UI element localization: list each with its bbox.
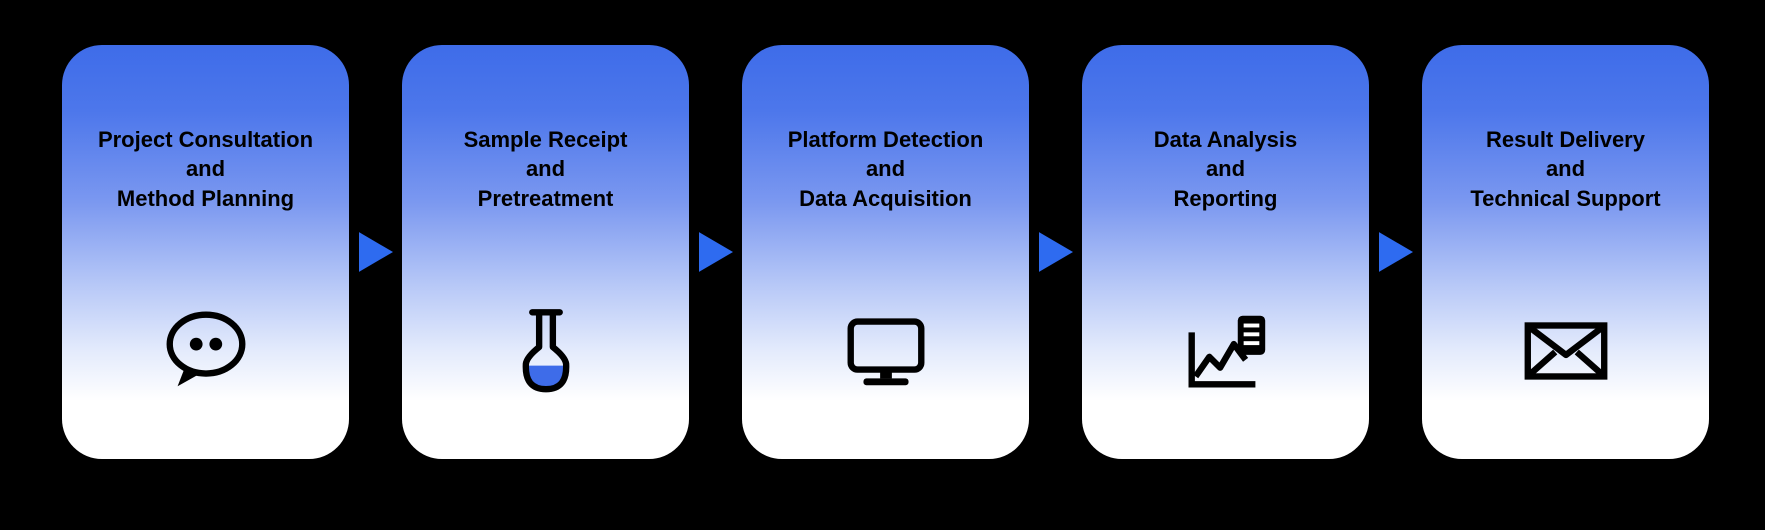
monitor-icon bbox=[837, 301, 935, 399]
chart-report-icon bbox=[1177, 301, 1275, 399]
step-title-line: Technical Support bbox=[1470, 185, 1661, 211]
step-title-line: Data Acquisition bbox=[799, 185, 972, 211]
triangle-right-icon bbox=[358, 232, 393, 272]
step-title-line: Method Planning bbox=[116, 185, 295, 211]
triangle-right-icon bbox=[698, 232, 733, 272]
step-title-line: and bbox=[865, 156, 906, 182]
step-connector bbox=[1369, 232, 1422, 272]
step-title: Project Consultation and Method Planning bbox=[62, 45, 349, 213]
step-title-line: Sample Receipt bbox=[463, 127, 628, 152]
step-title-line: and bbox=[1205, 156, 1246, 182]
envelope-icon bbox=[1517, 301, 1615, 399]
step-connector bbox=[1029, 232, 1082, 272]
workflow-step-card-3: Platform Detection and Data Acquisition bbox=[742, 45, 1029, 459]
step-title-line: Reporting bbox=[1173, 185, 1278, 211]
step-connector bbox=[689, 232, 742, 272]
flask-icon bbox=[497, 301, 595, 399]
workflow-step-card-2: Sample Receipt and Pretreatment bbox=[402, 45, 689, 459]
step-title: Platform Detection and Data Acquisition bbox=[742, 45, 1029, 213]
workflow-step-card-5: Result Delivery and Technical Support bbox=[1422, 45, 1709, 459]
step-title-line: and bbox=[525, 156, 566, 182]
step-connector bbox=[349, 232, 402, 272]
step-title-line: Platform Detection bbox=[787, 127, 984, 152]
workflow-step-card-1: Project Consultation and Method Planning bbox=[62, 45, 349, 459]
step-title: Result Delivery and Technical Support bbox=[1422, 45, 1709, 213]
triangle-right-icon bbox=[1378, 232, 1413, 272]
triangle-right-icon bbox=[1038, 232, 1073, 272]
chat-bubble-icon bbox=[157, 301, 255, 399]
step-title-line: Pretreatment bbox=[477, 185, 614, 211]
step-title-line: Project Consultation bbox=[97, 127, 314, 152]
workflow-step-card-4: Data Analysis and Reporting bbox=[1082, 45, 1369, 459]
step-title: Sample Receipt and Pretreatment bbox=[402, 45, 689, 213]
step-title-line: Data Analysis bbox=[1153, 127, 1298, 152]
step-title-line: and bbox=[185, 156, 226, 182]
step-title-line: and bbox=[1545, 156, 1586, 182]
step-title-line: Result Delivery bbox=[1486, 127, 1645, 152]
workflow-diagram: Project Consultation and Method Planning… bbox=[62, 45, 1709, 459]
step-title: Data Analysis and Reporting bbox=[1082, 45, 1369, 213]
